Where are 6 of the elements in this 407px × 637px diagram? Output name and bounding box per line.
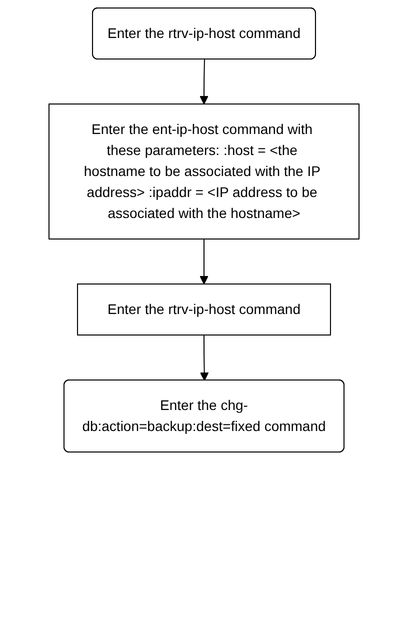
node-text: Enter the chg-db:action=backup:dest=fixed command [82, 397, 326, 434]
arrow [199, 334, 208, 381]
arrow [199, 238, 208, 284]
arrow [199, 59, 208, 104]
node-box: Enter the ent-ip-host command with these parameters: :host = <the hostname to be associated with the IP address> :ipaddr = <IP address to be associated with the hostname> [48, 104, 359, 240]
node-box: Enter the rtrv-ip-host command [76, 284, 330, 336]
